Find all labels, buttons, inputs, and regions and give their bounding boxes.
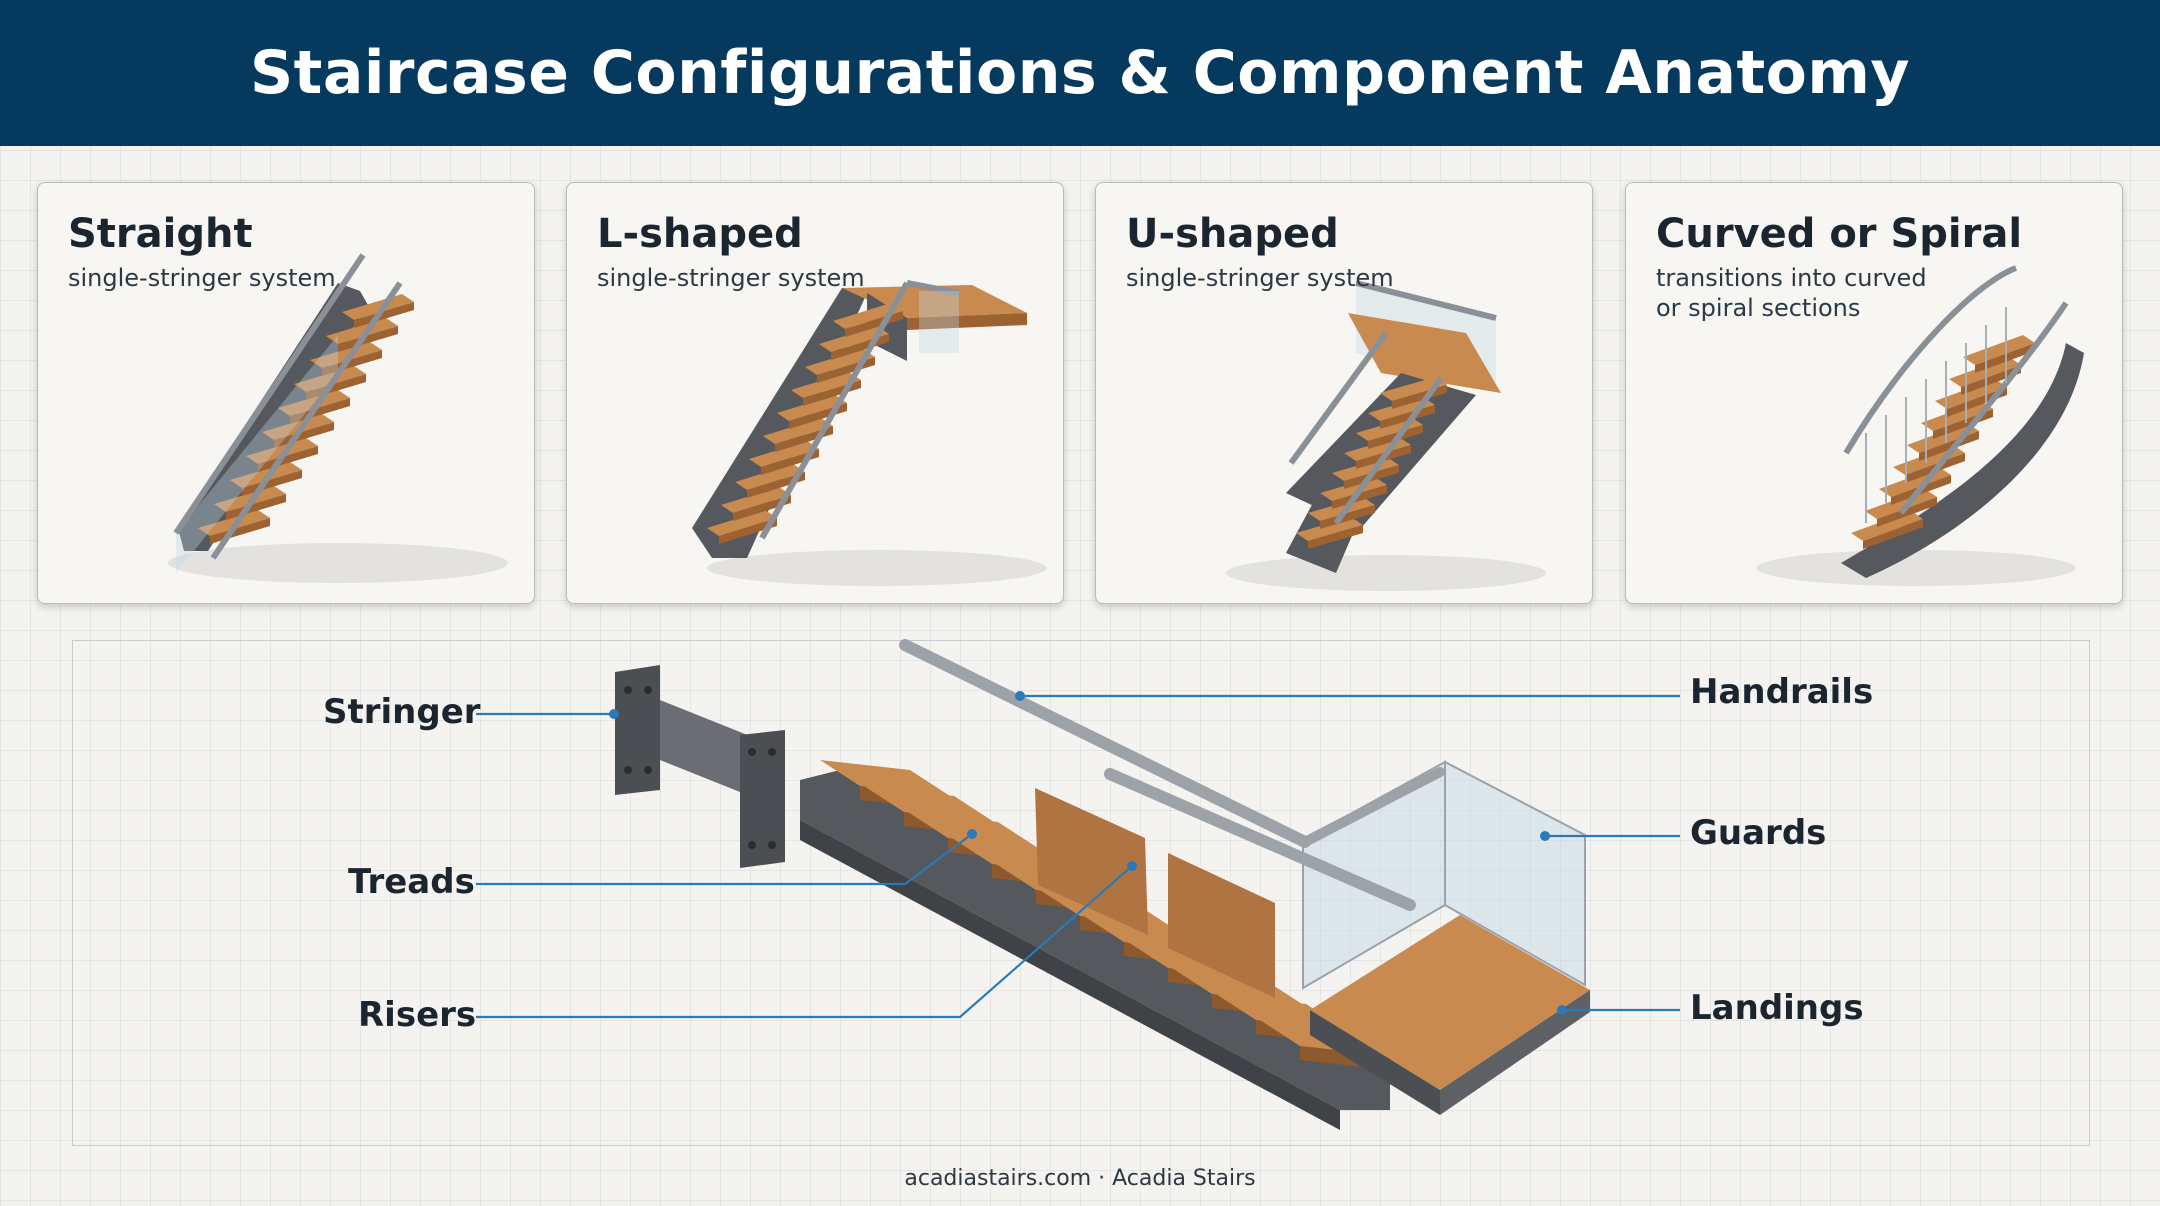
config-card-straight: Straight single-stringer system [37, 182, 535, 604]
label-guards: Guards [1690, 813, 1827, 853]
l-shaped-stair-illustration [692, 280, 1047, 586]
u-shaped-stair-illustration [1226, 280, 1546, 591]
config-subtitle: single-stringer system [597, 264, 865, 292]
label-landings: Landings [1690, 988, 1864, 1028]
landing-platform [1310, 915, 1590, 1090]
page-title: Staircase Configurations & Component Ana… [249, 38, 1911, 108]
label-stringer: Stringer [323, 692, 481, 732]
handrail-upper [899, 639, 1311, 848]
label-handrails: Handrails [1690, 672, 1874, 712]
config-title: Straight [68, 211, 253, 257]
config-card-l-shaped: L-shaped single-stringer system [566, 182, 1064, 604]
config-title: L-shaped [597, 211, 803, 257]
config-subtitle: single-stringer system [1126, 264, 1394, 292]
leader-lines [476, 694, 1680, 1019]
handrail-lower [1104, 768, 1416, 911]
config-title: Curved or Spiral [1656, 211, 2023, 257]
config-title: U-shaped [1126, 211, 1339, 257]
guard-panel [1444, 760, 1586, 987]
label-treads: Treads [348, 862, 475, 902]
footer-credit: acadiastairs.com · Acadia Stairs [904, 1166, 1256, 1191]
riser-board [1035, 788, 1148, 935]
riser-board [1168, 853, 1275, 998]
config-subtitle: transitions into curved or spiral sectio… [1656, 264, 1927, 322]
stringer-beam [800, 770, 1390, 1110]
straight-stair-illustration [168, 253, 508, 583]
label-risers: Risers [358, 995, 477, 1035]
header-bar: Staircase Configurations & Component Ana… [0, 0, 2160, 146]
anatomy-frame [72, 640, 2090, 1146]
config-card-u-shaped: U-shaped single-stringer system [1095, 182, 1593, 604]
config-card-curved-spiral: Curved or Spiral transitions into curved… [1625, 182, 2123, 604]
curved-stair-illustration [1756, 265, 2084, 586]
stringer-part [615, 665, 785, 868]
config-subtitle: single-stringer system [68, 264, 336, 292]
